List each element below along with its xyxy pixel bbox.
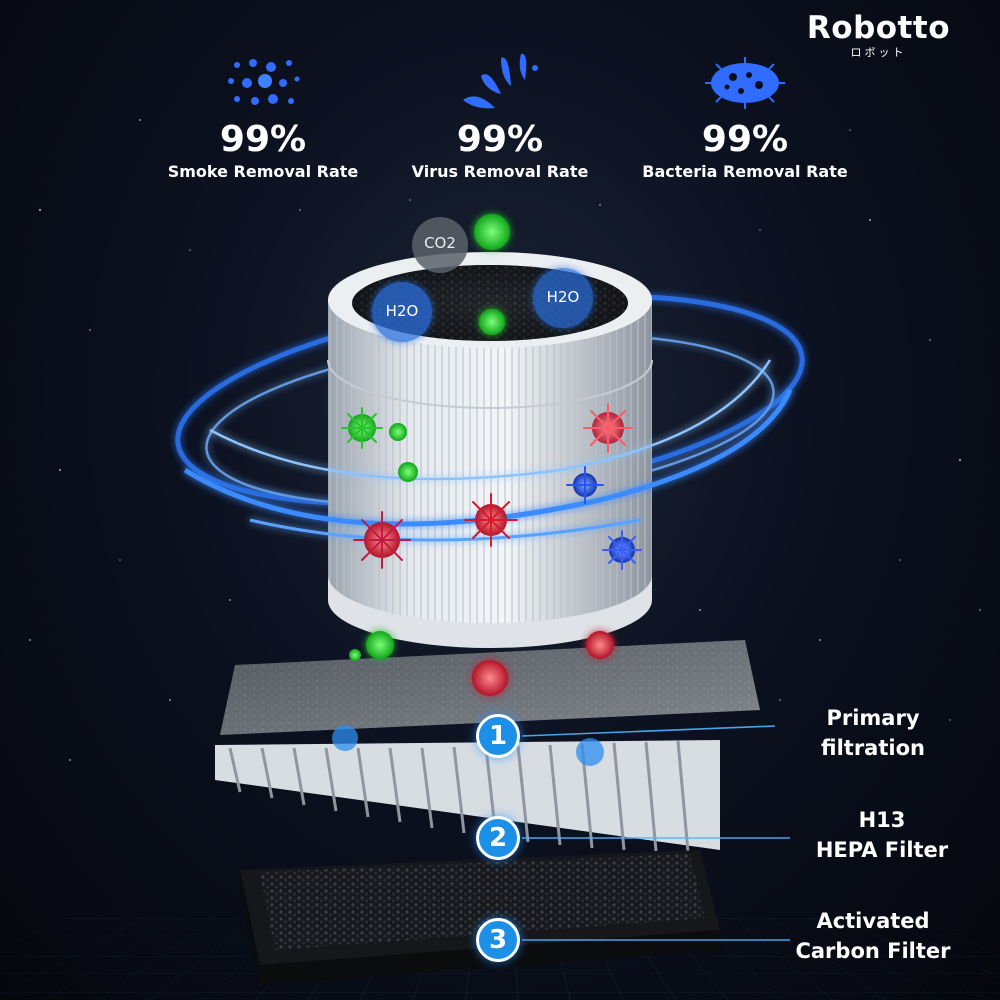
air-swirl-front [183, 359, 793, 542]
callout-lines [521, 725, 790, 941]
stat-value: 99% [701, 119, 789, 160]
brand-logo: Robotto ロボット [807, 10, 950, 60]
h2o-label-right: H2O [546, 288, 580, 306]
stat-label: Smoke Removal Rate [167, 162, 359, 181]
layer-hepa-pleated [215, 725, 720, 853]
layer-badge-2: 2 [476, 816, 520, 860]
layer-primary-mesh [220, 631, 760, 735]
callout-line2: Carbon Filter [795, 939, 951, 963]
layer-badge-1: 1 [476, 714, 520, 758]
callout-line1: H13 [858, 808, 906, 832]
smoke-particles-icon [133, 48, 393, 118]
co2-label: CO2 [424, 234, 456, 252]
co2-molecule [412, 217, 468, 273]
callout-line2: filtration [821, 736, 925, 760]
stat-value: 99% [219, 119, 307, 160]
bacteria-icon [615, 48, 875, 118]
callout-hepa-filter: H13 HEPA Filter [782, 805, 982, 865]
stat-label: Virus Removal Rate [411, 162, 589, 181]
stat-bacteria: 99% Bacteria Removal Rate [615, 48, 875, 181]
stat-value: 99% [456, 119, 544, 160]
layer-activated-carbon [240, 850, 720, 985]
spray-droplets-icon [370, 48, 630, 118]
callout-carbon-filter: Activated Carbon Filter [773, 906, 973, 966]
callout-line2: HEPA Filter [815, 838, 949, 862]
h2o-label-left: H2O [385, 302, 419, 320]
stat-virus: 99% Virus Removal Rate [370, 48, 630, 181]
callout-primary-filtration: Primary filtration [773, 703, 973, 763]
brand-name: Robotto [806, 10, 950, 46]
h2o-molecule-right [533, 268, 593, 328]
stat-smoke: 99% Smoke Removal Rate [133, 48, 393, 181]
h2o-molecule-left [372, 282, 432, 342]
callout-line1: Activated [816, 909, 930, 933]
stat-label: Bacteria Removal Rate [642, 162, 848, 181]
germs [341, 403, 642, 570]
brand-subtitle: ロボット [850, 46, 907, 59]
layer-badge-3: 3 [476, 918, 520, 962]
callout-line1: Primary [826, 706, 920, 730]
